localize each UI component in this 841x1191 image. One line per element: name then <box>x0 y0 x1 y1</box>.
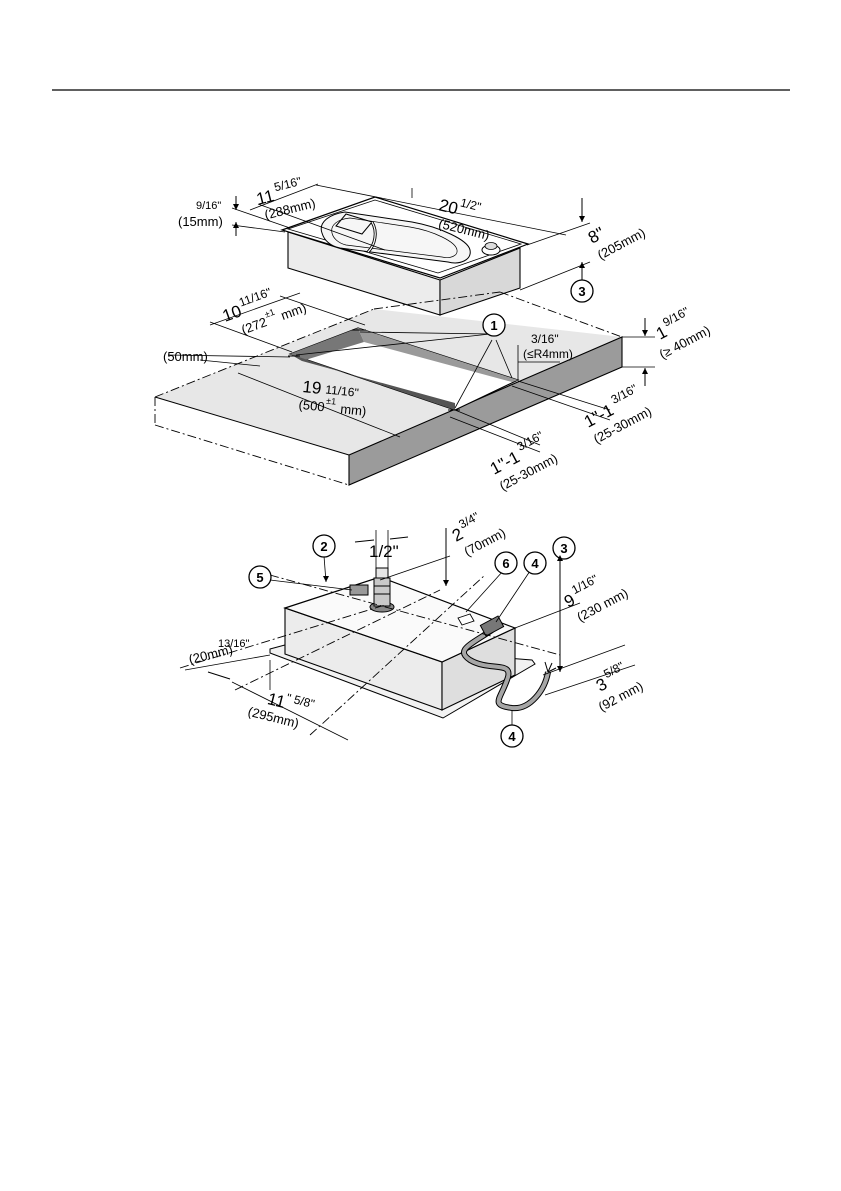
dim-1-frac: 9/16" <box>660 304 691 329</box>
svg-text:2: 2 <box>320 539 327 554</box>
svg-text:4: 4 <box>531 556 539 571</box>
dim-9-frac: 1/16" <box>569 572 600 597</box>
dim-1to1b-frac: 3/16" <box>515 428 546 453</box>
dim-1to1a-frac: 3/16" <box>609 381 640 406</box>
callout-6: 6 <box>495 552 517 574</box>
dim-272: (272 <box>239 314 269 337</box>
dim-20-frac: 1/2" <box>459 195 483 214</box>
svg-text:1: 1 <box>490 318 497 333</box>
dim-500-unit: mm) <box>340 401 367 419</box>
appliance-top-view <box>282 197 528 315</box>
dim-272-unit: mm) <box>279 300 309 323</box>
svg-text:4: 4 <box>508 729 516 744</box>
dim-3-frac: 5/8" <box>601 659 626 681</box>
dim-40mm: (≥ 40mm) <box>657 323 713 362</box>
callout-4-bottom: 4 <box>501 725 523 747</box>
dim-500-tol: ±1 <box>326 396 337 407</box>
svg-text:6: 6 <box>502 556 509 571</box>
dim-15mm: (15mm) <box>178 214 223 229</box>
callout-4-top: 4 <box>524 552 546 574</box>
dim-3-16: 3/16" <box>531 332 559 346</box>
dim-50mm: (50mm) <box>163 349 208 364</box>
dim-11b-frac: " 5/8" <box>285 691 316 711</box>
svg-text:5: 5 <box>256 570 263 585</box>
dim-205mm: (205mm) <box>595 225 648 263</box>
dim-500: (500 <box>298 397 325 415</box>
callout-3-top: 3 <box>571 280 593 302</box>
dim-20mm: (20mm) <box>187 642 234 667</box>
dim-half: 1/2" <box>369 542 399 561</box>
svg-text:3: 3 <box>578 284 585 299</box>
dim-272-tol: ±1 <box>263 307 276 320</box>
callout-5: 5 <box>249 566 271 588</box>
appliance-underside-view <box>270 568 556 718</box>
callout-1: 1 <box>483 314 505 336</box>
svg-text:3: 3 <box>560 541 567 556</box>
dim-2-frac: 3/4" <box>456 509 481 531</box>
callout-2: 2 <box>313 535 335 557</box>
dim-19-int: 19 <box>302 377 323 398</box>
dim-R4: (≤R4mm) <box>523 347 573 361</box>
dim-9-16: 9/16" <box>196 200 221 212</box>
dim-10-frac: 11/16" <box>237 285 273 310</box>
callout-3-bottom: 3 <box>553 537 575 559</box>
